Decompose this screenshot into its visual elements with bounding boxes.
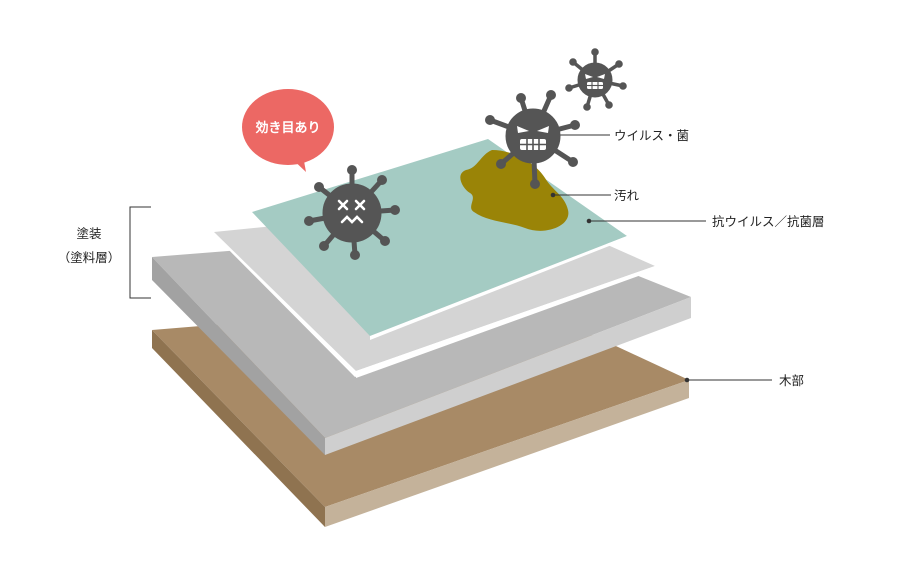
dead-virus-icon xyxy=(304,165,400,260)
antiviral-front-edge xyxy=(370,236,627,340)
leader-lines xyxy=(553,134,772,381)
paint-left-face xyxy=(152,257,325,455)
dirt-stain xyxy=(460,150,569,231)
effective-bubble: 効き目あり xyxy=(242,89,334,172)
label-dirt: 汚れ xyxy=(614,188,640,203)
label-coating-layer: （塗料層） xyxy=(58,250,121,265)
effective-text: 効き目あり xyxy=(255,120,320,136)
label-virus-bacteria: ウイルス・菌 xyxy=(614,128,689,143)
angry-virus-icon xyxy=(485,90,580,189)
label-wood: 木部 xyxy=(779,373,804,388)
label-coating: 塗装 xyxy=(76,226,101,241)
coat-front-edge xyxy=(356,266,655,378)
label-antiviral-layer: 抗ウイルス／抗菌層 xyxy=(712,214,825,229)
paint-front-face xyxy=(325,297,691,455)
wood-left-face xyxy=(152,330,325,527)
small-virus-icon xyxy=(565,48,627,111)
coating-bracket xyxy=(129,206,151,299)
wood-front-face xyxy=(325,380,689,527)
